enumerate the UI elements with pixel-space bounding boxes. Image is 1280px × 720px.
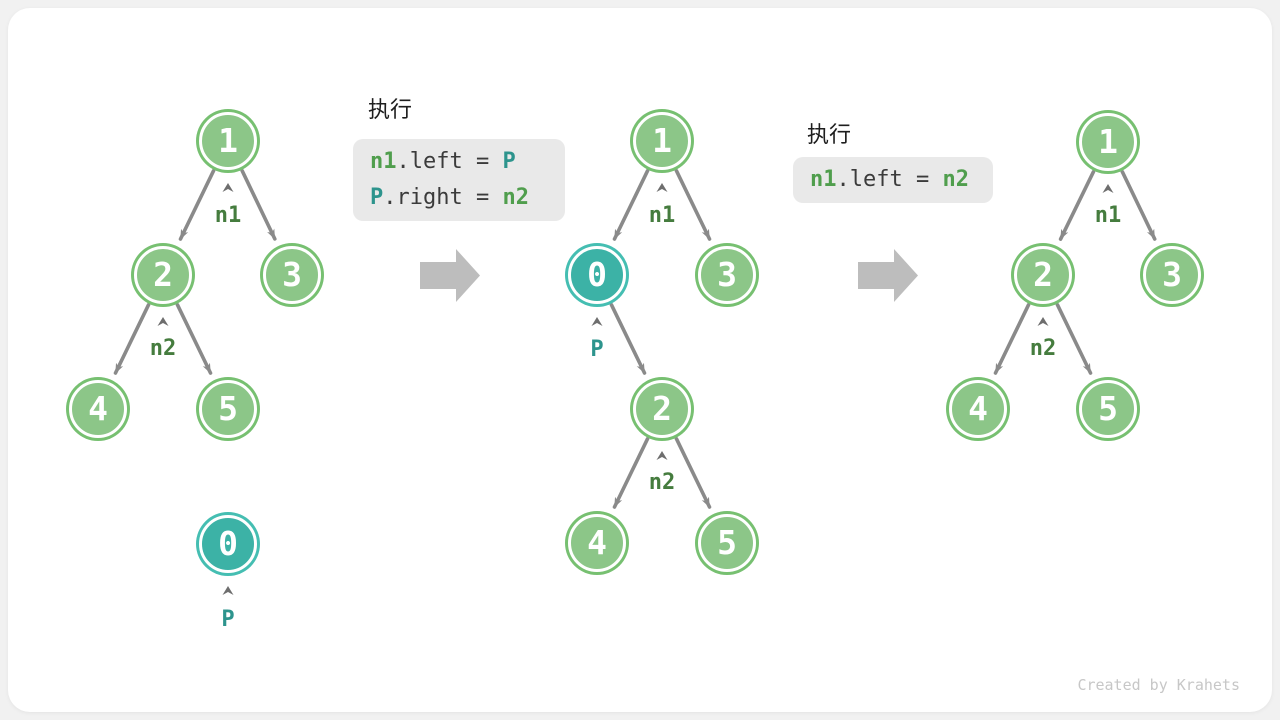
tree-node-value: 3 bbox=[717, 254, 737, 294]
exec-label: 执行 bbox=[368, 97, 413, 122]
credit-text: Created by Krahets bbox=[1077, 676, 1240, 694]
tree-node-value: 2 bbox=[153, 254, 173, 294]
tree-node-value: 1 bbox=[1098, 121, 1118, 161]
code-line: n1.left = P bbox=[370, 144, 565, 180]
tree-node: 5 bbox=[199, 380, 257, 438]
code-token: P bbox=[502, 149, 516, 174]
tree-node: 1 bbox=[199, 112, 257, 170]
tree-node: 4 bbox=[69, 380, 127, 438]
tree-node: 1 bbox=[633, 112, 691, 170]
pointer-label-n2: n2 bbox=[648, 470, 676, 495]
pointer-label-p: P bbox=[221, 607, 235, 632]
pointer-label-p: P bbox=[590, 337, 604, 362]
pointer-label-n2: n2 bbox=[1029, 336, 1057, 361]
tree-node: 5 bbox=[698, 514, 756, 572]
code-token: n2 bbox=[942, 167, 969, 192]
pointer-label-n2: n2 bbox=[149, 336, 177, 361]
tree-node-value: 5 bbox=[717, 522, 737, 562]
tree-node-value: 4 bbox=[587, 522, 607, 562]
code-token: P bbox=[370, 185, 384, 210]
code-token: n2 bbox=[502, 185, 529, 210]
tree-node: 3 bbox=[263, 246, 321, 304]
pointer-label-n1: n1 bbox=[648, 203, 676, 228]
tree-node: 5 bbox=[1079, 380, 1137, 438]
pointer-label-n1: n1 bbox=[214, 203, 242, 228]
tree-node-value: 4 bbox=[968, 388, 988, 428]
tree-node-value: 5 bbox=[218, 388, 238, 428]
tree-node: 2 bbox=[1014, 246, 1072, 304]
tree-node: 2 bbox=[633, 380, 691, 438]
tree-node-value: 2 bbox=[1033, 254, 1053, 294]
pointer-label-n1: n1 bbox=[1094, 203, 1122, 228]
tree-node-p: 0 bbox=[199, 515, 257, 573]
code-token: .left = bbox=[396, 149, 503, 174]
code-token: .left = bbox=[836, 167, 943, 192]
code-block-1: n1.left = P P.right = n2 bbox=[353, 139, 565, 221]
exec-label: 执行 bbox=[807, 122, 852, 147]
code-line: P.right = n2 bbox=[370, 180, 565, 216]
tree-node-value: 1 bbox=[652, 120, 672, 160]
tree-node: 3 bbox=[698, 246, 756, 304]
code-token: n1 bbox=[370, 149, 397, 174]
tree-node: 3 bbox=[1143, 246, 1201, 304]
code-token: .right = bbox=[383, 185, 503, 210]
code-line: n1.left = n2 bbox=[810, 162, 993, 198]
tree-node-value: 3 bbox=[282, 254, 302, 294]
tree-node-value: 4 bbox=[88, 388, 108, 428]
tree-node: 4 bbox=[949, 380, 1007, 438]
code-token: n1 bbox=[810, 167, 837, 192]
tree-node: 4 bbox=[568, 514, 626, 572]
tree-node-value: 2 bbox=[652, 388, 672, 428]
tree-node-value: 0 bbox=[218, 523, 238, 563]
code-block-2: n1.left = n2 bbox=[793, 157, 993, 203]
tree-node: 1 bbox=[1079, 113, 1137, 171]
tree-node-value: 3 bbox=[1162, 254, 1182, 294]
tree-node: 2 bbox=[134, 246, 192, 304]
tree-node-value: 0 bbox=[587, 254, 607, 294]
tree-node-value: 1 bbox=[218, 120, 238, 160]
tree-node-value: 5 bbox=[1098, 388, 1118, 428]
tree-node-p: 0 bbox=[568, 246, 626, 304]
